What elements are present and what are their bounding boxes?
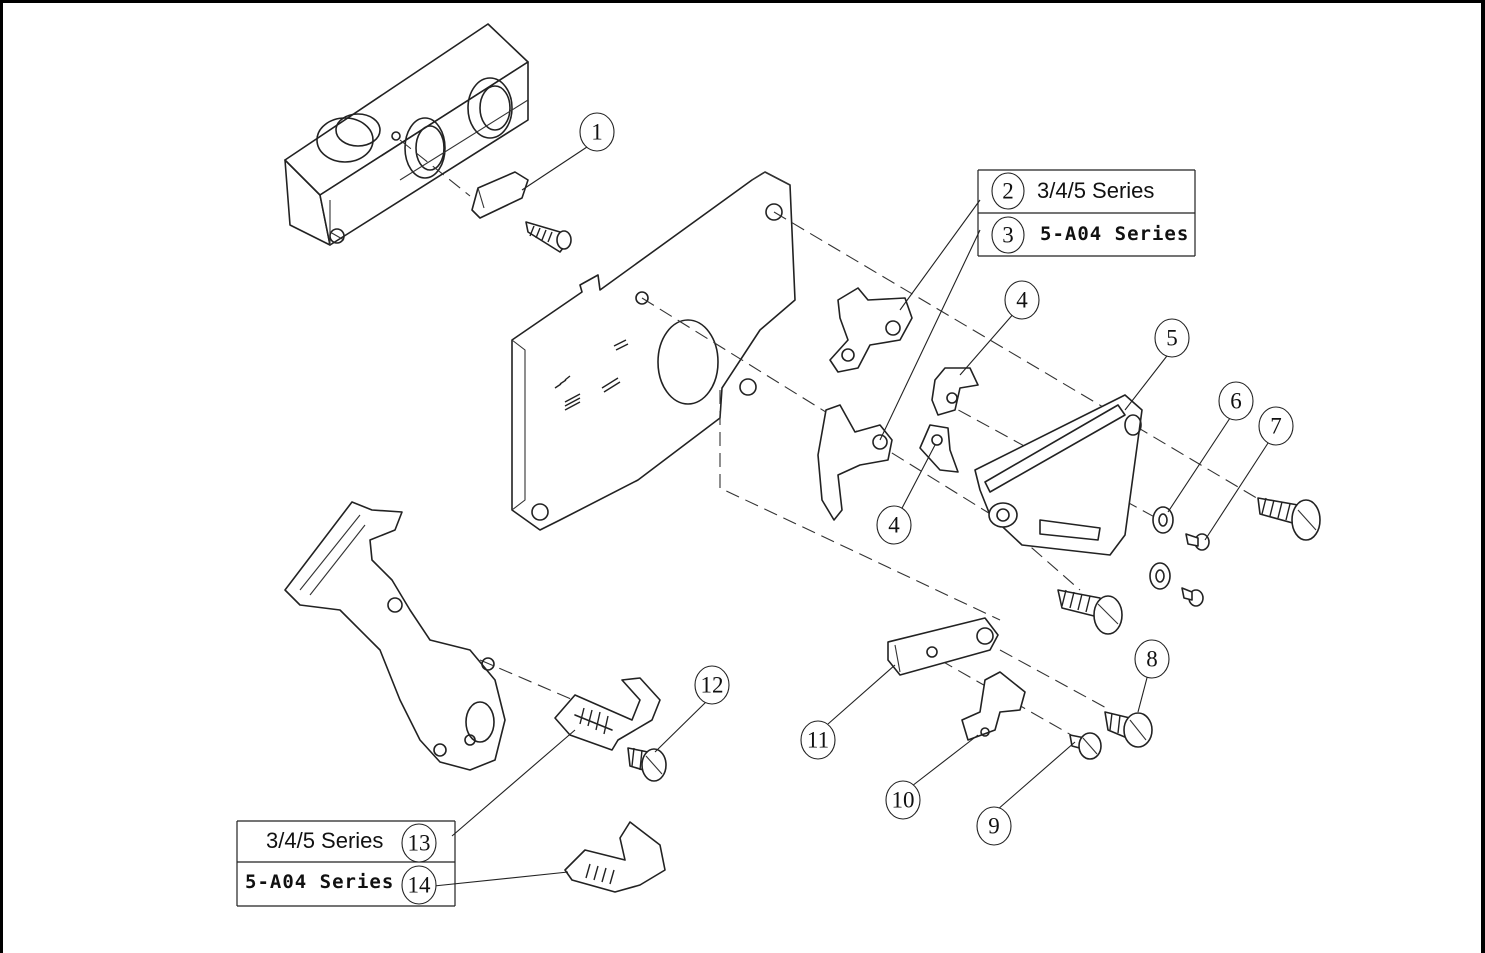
series-label: 5-A04 Series	[245, 871, 394, 893]
series-label: 5-A04 Series	[1040, 223, 1189, 245]
part-6-washers	[1149, 506, 1174, 590]
label-box-2-3	[977, 169, 1196, 257]
part-14-guide	[564, 821, 666, 893]
callout-6: 6	[1218, 381, 1254, 421]
part-3-lever	[817, 404, 893, 521]
callout-10: 10	[885, 780, 921, 820]
callout-9: 9	[976, 806, 1012, 846]
callout-number: 5	[1166, 326, 1178, 351]
housing-block	[284, 23, 529, 246]
callout-number: 8	[1146, 647, 1158, 672]
callout-number: 10	[892, 788, 915, 813]
part-1-clip	[399, 139, 572, 253]
main-plate	[511, 171, 796, 531]
callout-number: 4	[1016, 288, 1028, 313]
callout-number: 3	[1002, 223, 1014, 248]
part-5-bracket	[974, 394, 1143, 556]
callout-13: 3/4/5 Series 13	[266, 823, 437, 863]
callout-7: 7	[1258, 406, 1294, 446]
callout-number: 13	[408, 831, 431, 856]
part-11-link	[887, 617, 999, 676]
series-label: 3/4/5 Series	[266, 828, 383, 853]
callout-2: 2 3/4/5 Series	[991, 172, 1154, 210]
callout-14: 5-A04 Series 14	[245, 865, 437, 905]
part-9-screw	[1069, 732, 1102, 760]
callout-5: 5	[1154, 318, 1190, 358]
callout-number: 1	[591, 120, 603, 145]
part-4-upper	[931, 367, 979, 416]
series-label: 3/4/5 Series	[1037, 178, 1154, 203]
label-box-13-14	[236, 820, 456, 907]
alignment-lines	[479, 211, 1261, 741]
callout-number: 14	[408, 873, 432, 898]
part-4-lower	[919, 424, 959, 473]
part-7-screws	[1057, 497, 1321, 635]
callout-number: 6	[1230, 389, 1242, 414]
part-10-clip	[961, 671, 1026, 741]
callout-4b: 4	[876, 505, 912, 545]
callout-number: 4	[888, 513, 900, 538]
callout-number: 7	[1270, 414, 1282, 439]
callout-number: 12	[701, 673, 724, 698]
part-13-guide	[554, 677, 661, 751]
callout-number: 2	[1002, 179, 1014, 204]
part-2-bracket	[829, 287, 913, 373]
leader-lines	[433, 144, 1271, 887]
part-12-screw	[627, 747, 667, 782]
callout-11: 11	[800, 720, 836, 760]
callout-4a: 4	[1004, 280, 1040, 320]
callout-number: 11	[807, 728, 829, 753]
callout-number: 9	[988, 814, 1000, 839]
callout-8: 8	[1134, 639, 1170, 679]
looper-arm	[284, 501, 506, 771]
callout-12: 12	[694, 665, 730, 705]
callout-3: 3 5-A04 Series	[991, 216, 1189, 254]
callout-1: 1	[579, 112, 615, 152]
part-8-screw	[1104, 711, 1153, 748]
